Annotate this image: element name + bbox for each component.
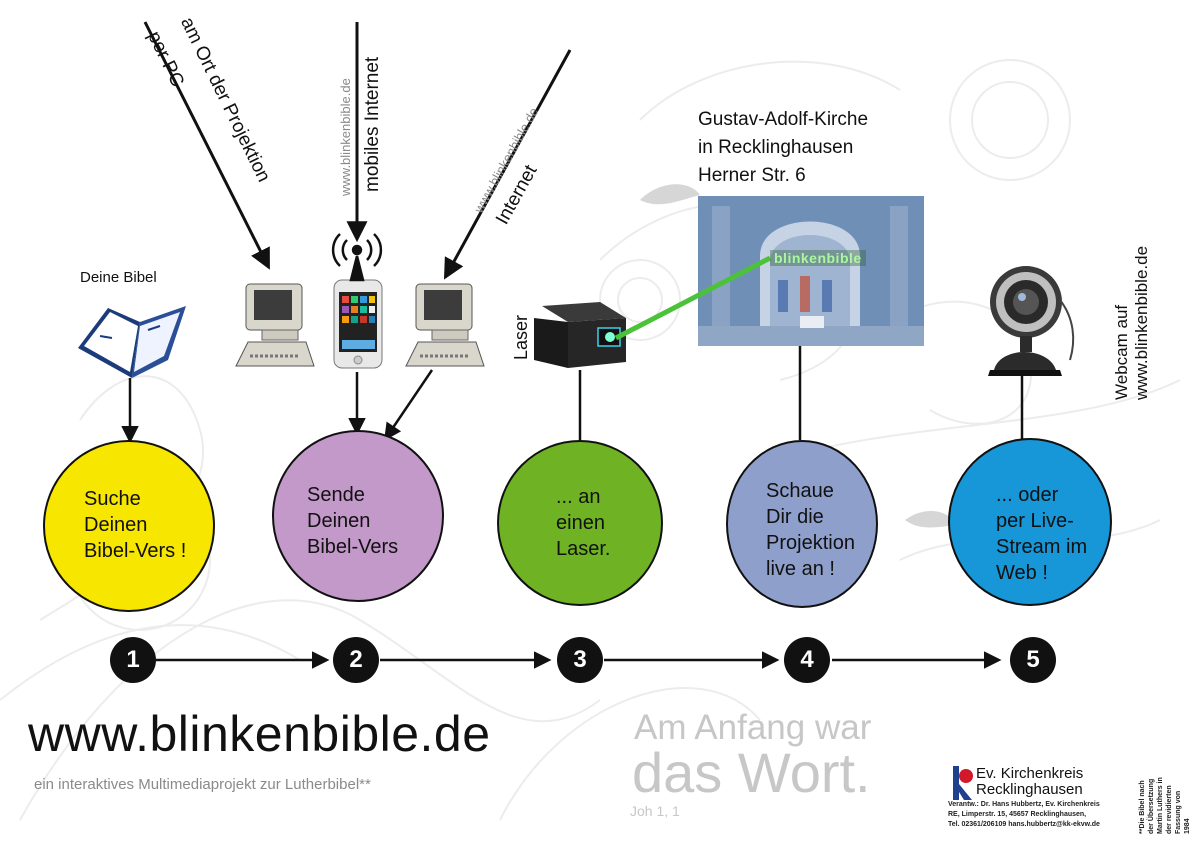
church-address: Herner Str. 6 xyxy=(698,165,806,186)
leaf-ornament xyxy=(905,510,955,528)
step-circle-3 xyxy=(497,440,663,606)
step-circle-5 xyxy=(948,438,1112,606)
step-number-4: 4 xyxy=(784,637,830,683)
step-circle-1 xyxy=(43,440,215,612)
label-deine-bibel: Deine Bibel xyxy=(80,269,157,286)
label-laser: Laser xyxy=(511,314,531,360)
bible-icon xyxy=(78,306,186,378)
church-photo xyxy=(698,196,924,346)
quote-reference: Joh 1, 1 xyxy=(630,803,680,819)
church-district-logo xyxy=(953,766,973,800)
responsible-contact: Verantw.: Dr. Hans Hubbertz, Ev. Kirchen… xyxy=(948,801,1100,828)
step-number-5: 5 xyxy=(1010,637,1056,683)
step-text-1: Suche Deinen Bibel-Vers ! xyxy=(84,488,187,562)
step-number-3: 3 xyxy=(557,637,603,683)
step-circle-4 xyxy=(726,440,878,608)
label-mobile-url: www.blinkenbible.de xyxy=(338,78,353,196)
website-url[interactable]: www.blinkenbible.de xyxy=(28,706,491,762)
step-text-3: ... an einen Laser. xyxy=(556,486,611,560)
step-number-1: 1 xyxy=(110,637,156,683)
step-text-2: Sende Deinen Bibel-Vers xyxy=(307,484,399,558)
label-mobiles-internet: mobiles Internet xyxy=(362,56,383,192)
label-webcam-url: www.blinkenbible.de xyxy=(1132,245,1151,400)
laser-device-icon xyxy=(534,302,626,368)
arrow-am-ort xyxy=(143,21,270,270)
smartphone-icon xyxy=(333,279,383,369)
org-name: Ev. Kirchenkreis Recklinghausen xyxy=(976,766,1083,798)
step-text-5: ... oder per Live- Stream im Web ! xyxy=(996,484,1088,584)
church-caption: Gustav-Adolf-Kirche in Recklinghausen He… xyxy=(698,106,868,190)
church-city: in Recklinghausen xyxy=(698,137,854,158)
bible-copyright-note: **Die Bibel nach der Übersetzung Martin … xyxy=(1139,777,1191,834)
arrow-internet xyxy=(443,49,572,280)
org-line-2: Recklinghausen xyxy=(976,781,1083,798)
computer-icon-right xyxy=(405,283,485,367)
computer-icon-left xyxy=(235,283,315,367)
antenna-icon xyxy=(331,233,383,282)
projection-banner: blinkenbible xyxy=(770,250,866,266)
step-circle-2 xyxy=(272,430,444,602)
step-text-4: Schaue Dir die Projektion live an ! xyxy=(766,480,855,580)
quote-line-2: das Wort. xyxy=(632,741,871,804)
quote-line-1: Am Anfang war xyxy=(634,708,872,747)
laser-beam xyxy=(614,255,772,341)
label-webcam: Webcam auf xyxy=(1112,304,1131,400)
step-number-2: 2 xyxy=(333,637,379,683)
org-line-1: Ev. Kirchenkreis xyxy=(976,765,1084,782)
project-subtitle: ein interaktives Multimediaprojekt zur L… xyxy=(34,776,371,793)
leaf-ornament xyxy=(640,184,700,205)
webcam-icon xyxy=(988,266,1075,376)
arrow-pc-to-2 xyxy=(384,369,434,441)
church-name: Gustav-Adolf-Kirche xyxy=(698,109,869,130)
